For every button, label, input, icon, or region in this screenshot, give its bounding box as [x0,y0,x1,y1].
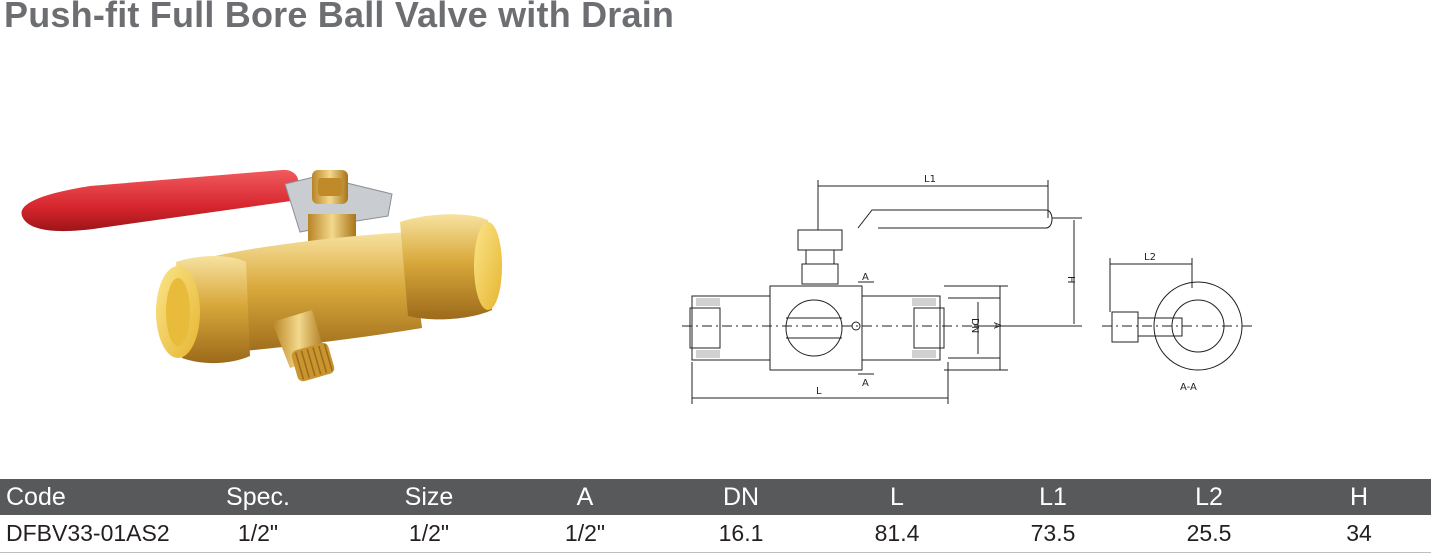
table-row: DFBV33-01AS2 1/2" 1/2" 1/2" 16.1 81.4 73… [0,515,1431,553]
red-lever-handle [21,169,299,232]
right-pipe-insert [474,222,502,310]
page-title: Push-fit Full Bore Ball Valve with Drain [4,0,675,35]
table-header-row: Code Spec. Size A DN L L1 L2 H [0,479,1431,515]
section-mark-top: A [862,272,869,283]
table-cell: 1/2" [351,515,507,553]
column-header: A [507,479,663,515]
spec-table: Code Spec. Size A DN L L1 L2 H DFBV33-01… [0,479,1431,553]
dim-label-l: L [816,386,822,397]
table-cell-code: DFBV33-01AS2 [0,515,170,553]
table-cell: 81.4 [819,515,975,553]
column-header: L2 [1131,479,1287,515]
valve-product-photo [21,169,502,382]
column-header: Size [351,479,507,515]
dim-label-dn: DN [969,318,980,333]
dim-label-l1: L1 [924,174,936,185]
table-cell: 1/2" [165,515,351,553]
section-mark-bottom: A [862,378,869,389]
column-header: L1 [975,479,1131,515]
column-header: L [819,479,975,515]
column-header: DN [663,479,819,515]
table-cell: 73.5 [975,515,1131,553]
dim-label-h: H [1065,276,1076,284]
technical-drawing: L1 L H DN A A A L2 A-A [682,174,1254,404]
column-header: H [1287,479,1431,515]
column-header: Code [0,479,165,515]
section-view-label: A-A [1180,382,1197,393]
table-cell: 16.1 [663,515,819,553]
table-cell: 34 [1287,515,1431,553]
table-cell: 25.5 [1131,515,1287,553]
table-cell: 1/2" [507,515,663,553]
dim-label-a: A [991,322,1002,329]
column-header: Spec. [165,479,351,515]
dim-label-l2: L2 [1144,252,1156,263]
